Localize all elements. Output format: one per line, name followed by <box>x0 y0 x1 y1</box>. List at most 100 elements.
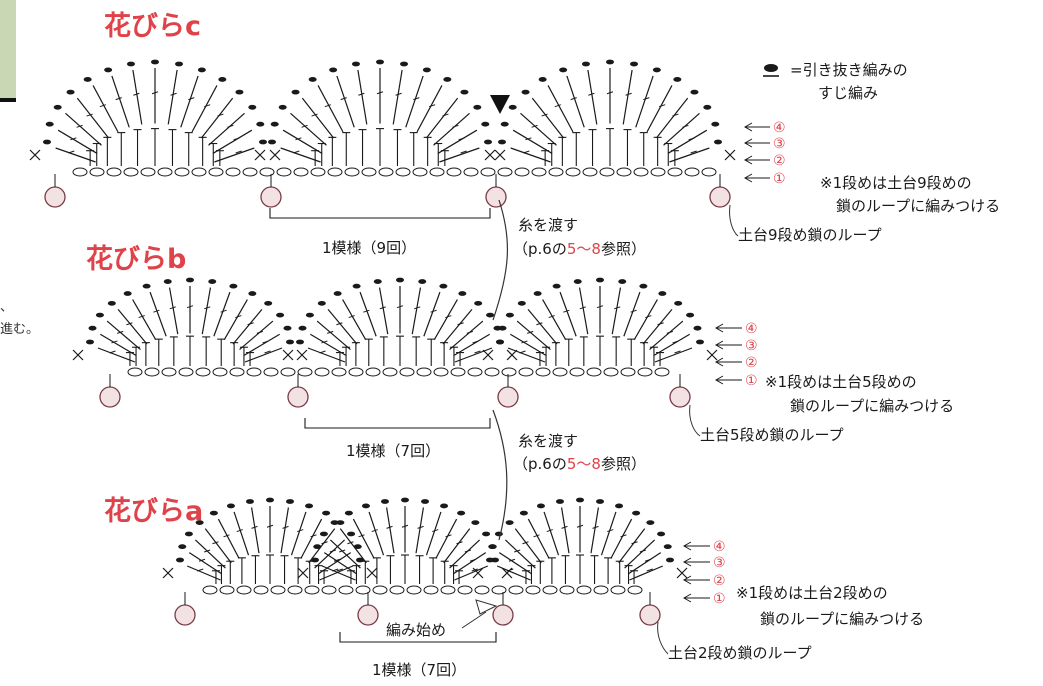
treble-stitch <box>655 97 689 139</box>
stitch-bar <box>321 541 328 545</box>
chain-dot <box>396 277 404 283</box>
treble-stitch <box>308 528 336 564</box>
repeat-bracket-a <box>339 632 497 643</box>
stitch-diagrams <box>29 59 736 626</box>
chain-dot <box>458 291 467 296</box>
chain-stitch <box>440 585 456 595</box>
row-number: ③ <box>745 338 758 354</box>
single-crochet <box>706 349 718 361</box>
legend-line2: すじ編み <box>818 84 878 102</box>
treble-stitch <box>514 528 542 564</box>
chain-dot <box>336 520 345 525</box>
treble-stitch <box>214 147 255 163</box>
stitch-bar <box>672 113 679 117</box>
stitch-bar <box>336 322 343 326</box>
stitch-bar <box>338 549 346 553</box>
chain-stitch <box>610 585 626 595</box>
stitch-bar <box>188 97 195 101</box>
stitch-bar <box>576 524 584 528</box>
treble-stitch <box>300 518 323 559</box>
row-number: ① <box>773 171 786 187</box>
chain-dot <box>696 339 704 345</box>
treble-stitch <box>106 320 141 351</box>
stitch-bar <box>457 322 464 326</box>
treble-stitch <box>213 291 231 337</box>
yarn-pass-line-upper <box>492 199 509 321</box>
chain-dot <box>322 510 331 516</box>
treble-stitch <box>642 308 673 345</box>
treble-stitch <box>191 85 218 133</box>
chain-dot <box>508 104 517 110</box>
stitch-bar <box>430 309 437 313</box>
base-loop-ring <box>485 186 507 208</box>
stitch-bar <box>99 104 106 108</box>
chain-dot <box>521 89 530 95</box>
stitch-bar <box>251 525 258 529</box>
yarn-pass-ref-end: 参照） <box>601 240 646 258</box>
chain-dot <box>652 67 661 73</box>
chain-stitch <box>627 585 643 595</box>
base-loop-ring <box>260 186 282 208</box>
chain-dot <box>693 325 702 331</box>
treble-stitch <box>132 299 157 340</box>
chain-dot <box>500 121 509 127</box>
treble-stitch <box>92 85 119 133</box>
title-petal-b: 花びらb <box>86 244 186 275</box>
treble-stitch <box>282 129 323 154</box>
chain-dot <box>264 300 273 306</box>
stitch-bar <box>521 340 528 344</box>
chain-dot <box>376 59 384 65</box>
treble-stitch <box>635 75 654 128</box>
chain-stitch <box>276 167 292 177</box>
single-crochet <box>29 149 41 161</box>
treble-stitch <box>633 299 658 340</box>
chain-dot <box>686 312 695 318</box>
chain-dot <box>615 503 624 509</box>
stitch-bar <box>645 315 652 319</box>
chain-stitch <box>616 167 632 177</box>
treble-stitch <box>449 320 484 351</box>
treble-stitch <box>339 528 367 564</box>
stitch-bar <box>588 92 595 96</box>
edge-text-1: 、 <box>0 299 14 314</box>
stitch-bar <box>631 541 638 545</box>
base-loop-ring <box>669 386 691 408</box>
chain-dot <box>175 61 184 67</box>
stitch-bar <box>235 315 242 319</box>
treble-stitch <box>352 518 375 559</box>
treble-stitch <box>290 112 327 146</box>
row-number: ① <box>713 591 726 607</box>
chain-dot <box>329 67 338 73</box>
chain-dot <box>486 557 494 563</box>
chain-dot <box>235 89 244 95</box>
stitch-bar <box>233 137 240 141</box>
chain-stitch <box>219 585 235 595</box>
base-loop-ring <box>639 604 661 626</box>
treble-stitch <box>646 85 673 133</box>
stitch-bar <box>70 137 77 141</box>
chain-dot <box>248 291 257 296</box>
stitch-bar <box>639 549 647 553</box>
stitch-bar <box>358 534 365 538</box>
chain-dot <box>43 139 51 145</box>
chain-stitch <box>654 367 670 377</box>
stitch-bar <box>115 97 122 101</box>
stitch-bar <box>561 525 568 529</box>
chain-dot <box>195 520 204 525</box>
stitch-bar <box>688 137 695 141</box>
treble-stitch <box>454 347 493 363</box>
chain-stitch <box>229 367 245 377</box>
chain-stitch <box>565 167 581 177</box>
stitch-bar <box>625 92 632 96</box>
stitch-bar <box>220 309 227 313</box>
treble-stitch <box>507 347 546 363</box>
chain-dot <box>218 77 227 82</box>
base-loop-ring <box>492 604 514 626</box>
chain-stitch <box>293 167 309 177</box>
stitch-bar <box>68 150 75 154</box>
chain-dot <box>163 279 172 284</box>
treble-stitch <box>168 287 179 335</box>
stitch-bar <box>117 330 124 334</box>
